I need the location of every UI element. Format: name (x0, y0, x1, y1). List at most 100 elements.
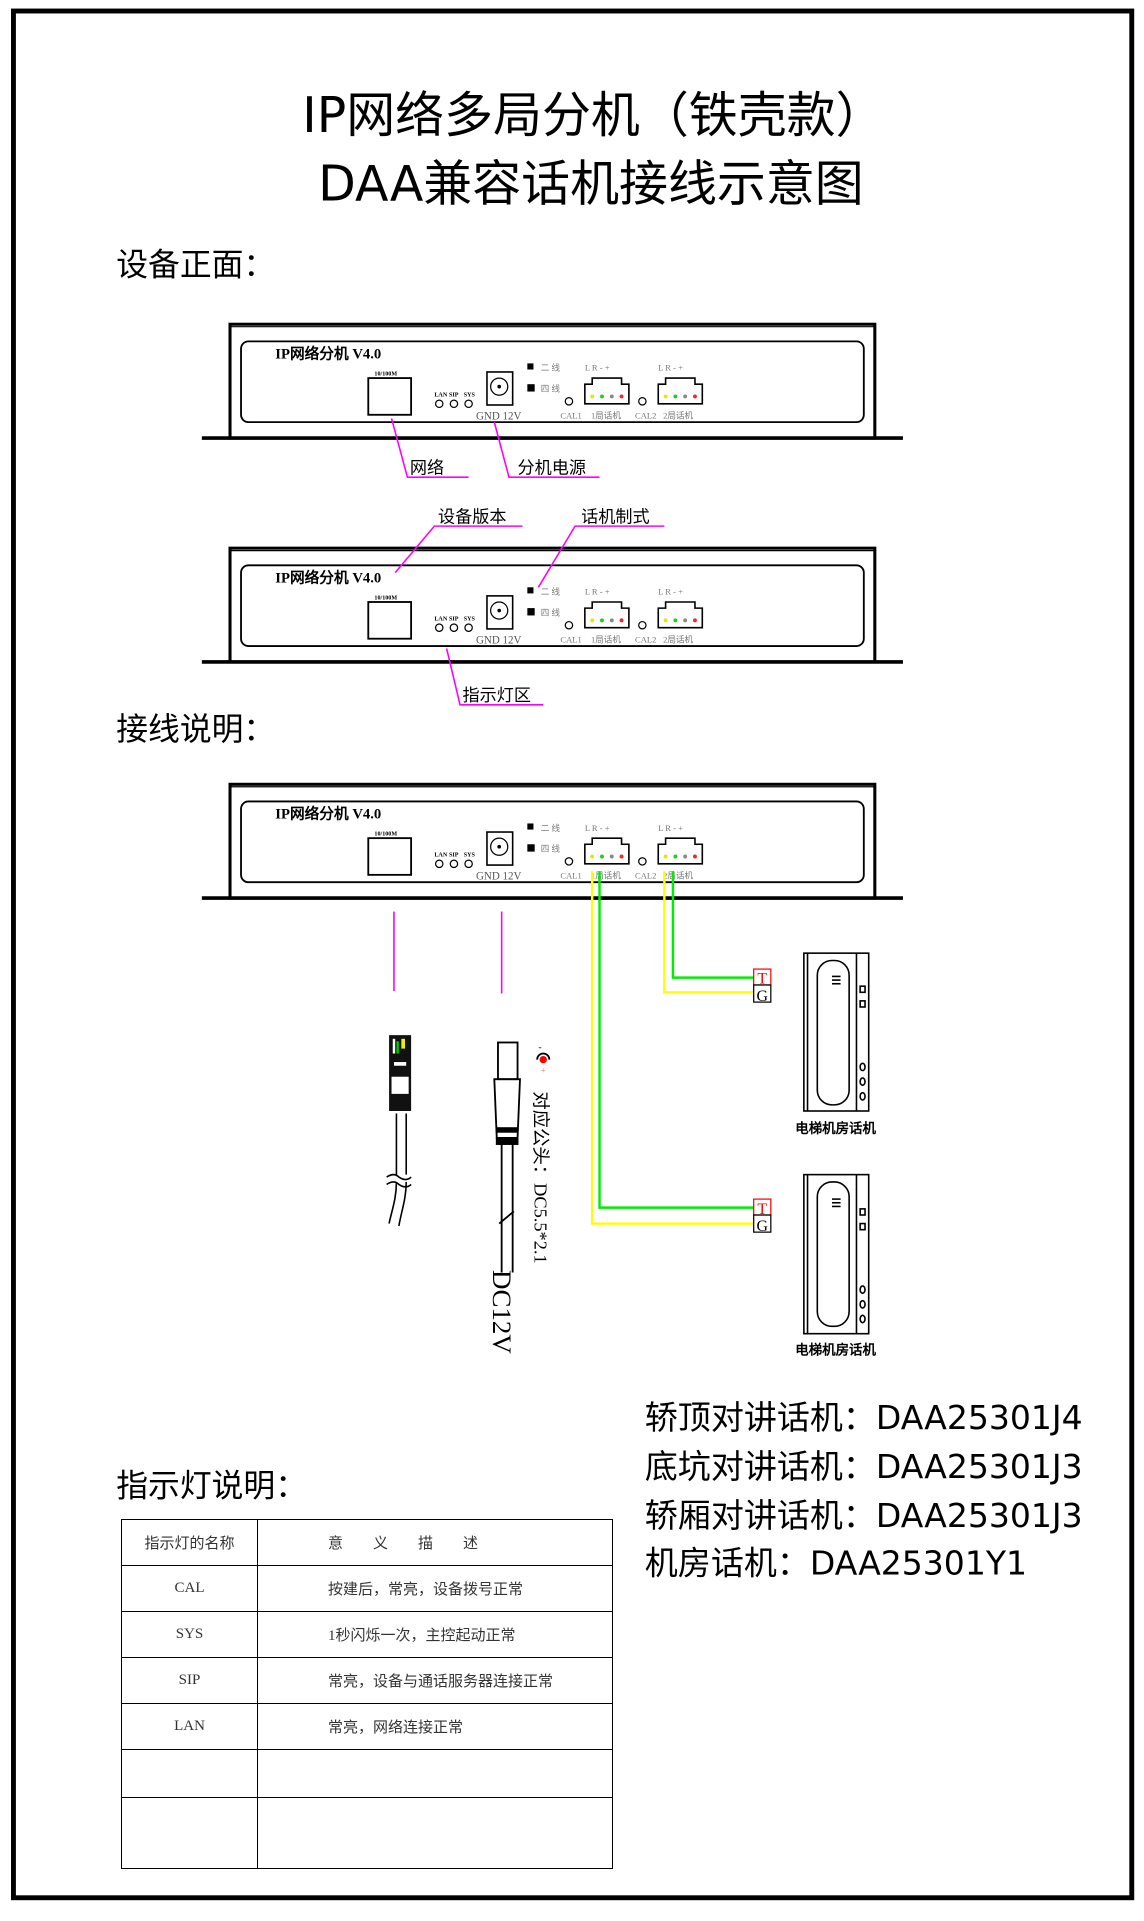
cal2-label: CAL2 (635, 871, 656, 881)
port-label: 10/100M (374, 832, 397, 838)
cal1-button (564, 397, 574, 406)
line1-label: 1局话机 (591, 633, 621, 644)
pin-dots (590, 618, 697, 623)
led-label-sip: SIP (449, 616, 459, 622)
table-header-row: 指示灯的名称意 义 描 述 (121, 1519, 613, 1566)
port-label: 10/100M (374, 596, 397, 602)
model-line-1: 轿顶对讲话机：DAA25301J4 (645, 1398, 1083, 1437)
name-cell: SYS (121, 1611, 258, 1658)
name-cell: SIP (121, 1657, 258, 1704)
title-line2: DAA兼容话机接线示意图 (318, 156, 864, 213)
led-label-sys: SYS (464, 616, 476, 622)
led-sip-icon (449, 859, 459, 869)
pin-dot (693, 618, 697, 623)
led-label-sys: SYS (464, 392, 476, 398)
description-cell (257, 1797, 613, 1869)
led-label-sip: SIP (449, 852, 459, 858)
page-border (11, 8, 1135, 1901)
led-label-sip: SIP (449, 392, 459, 398)
pin-dot (693, 854, 697, 859)
dc-polarity-icon: - + (536, 1042, 551, 1075)
title-line1: IP网络多局分机（铁壳款） (302, 87, 884, 144)
terminal-connector-2 (657, 601, 704, 629)
pin-dot (600, 394, 604, 399)
led-sys-icon (464, 399, 473, 409)
description-cell: 常亮，设备与通话服务器连接正常 (257, 1657, 613, 1704)
pin-dot (590, 854, 595, 859)
dc-jack (486, 831, 514, 866)
terminal-g: G (757, 988, 768, 1005)
pin-dot (663, 618, 668, 623)
port-label: 10/100M (374, 372, 397, 378)
pin-dot (619, 854, 624, 859)
pin-dots (590, 394, 697, 399)
device-front-panel: IP网络分机 V4.0 10/100M LAN SIP SYS GND 12V … (201, 322, 903, 440)
line2-label: 2局话机 (663, 633, 693, 644)
ethernet-port (367, 601, 413, 640)
line1-label: 1局话机 (591, 409, 621, 420)
pins-label-1: L R - + (585, 363, 610, 373)
description-cell: 意 义 描 述 (257, 1519, 613, 1566)
callout-phone-mode: 话机制式 (581, 507, 649, 526)
pins-label-2: L R - + (658, 823, 683, 833)
name-cell: 指示灯的名称 (121, 1519, 258, 1566)
pin-dot (609, 854, 614, 859)
mode-two-wire-icon (527, 363, 534, 370)
ethernet-port (367, 837, 413, 876)
phone-label-2: 电梯机房话机 (795, 1341, 876, 1357)
pin-dot (600, 854, 604, 859)
pin-dot (619, 394, 624, 399)
pin-dots (590, 854, 697, 859)
device-front-panel: IP网络分机 V4.0 10/100M LAN SIP SYS GND 12V … (201, 782, 903, 900)
description-cell (257, 1749, 613, 1798)
terminal-connector-1 (584, 377, 630, 405)
pin-dot (673, 618, 678, 623)
ethernet-port (367, 377, 413, 416)
led-sip-icon (449, 623, 459, 632)
mode-four-wire: 四 线 (541, 383, 561, 394)
pin-dot (590, 394, 595, 399)
dc-jack (486, 371, 514, 406)
callout-version: 设备版本 (438, 507, 506, 526)
pin-dot (600, 618, 604, 623)
plug-spec: 对应公头：DC5.5*2.1 (531, 1091, 551, 1263)
svg-text:-: - (538, 1042, 541, 1053)
svg-text:+: + (541, 1065, 546, 1075)
led-sys-icon (464, 623, 473, 632)
phone-label-1: 电梯机房话机 (795, 1120, 876, 1136)
led-lan-icon (434, 623, 444, 632)
mode-four-wire: 四 线 (541, 843, 561, 854)
mode-two-wire-icon (527, 823, 534, 830)
power-label: GND 12V (476, 871, 522, 883)
cal1-label: CAL1 (560, 410, 581, 420)
pin-dot (609, 394, 614, 399)
terminal-connector-1 (584, 601, 630, 629)
pin-dot (673, 394, 678, 399)
name-cell: LAN (121, 1703, 258, 1750)
device-name: IP网络分机 V4.0 (275, 345, 381, 363)
pin-dot (590, 618, 595, 623)
description-cell: 按建后，常亮，设备拨号正常 (257, 1565, 613, 1612)
pin-dot (663, 854, 668, 859)
callout-network: 网络 (410, 459, 444, 478)
led-label-lan: LAN (434, 852, 447, 858)
callout-power: 分机电源 (518, 459, 586, 478)
elevator-phone-icon (803, 1173, 870, 1335)
pin-dot (663, 394, 668, 399)
pins-label-1: L R - + (585, 587, 610, 597)
section-front: 设备正面： (116, 247, 275, 282)
led-label-sys: SYS (464, 852, 476, 858)
terminal-block-2: T G (753, 1198, 772, 1235)
pin-dot (683, 618, 688, 623)
terminal-connector-2 (657, 837, 704, 865)
led-sip-icon (449, 399, 459, 409)
mode-two-wire: 二 线 (541, 822, 561, 833)
mode-four-wire-icon (527, 384, 535, 392)
name-cell (121, 1797, 258, 1869)
pin-dot (683, 394, 688, 399)
description-cell: 常亮，网络连接正常 (257, 1703, 613, 1750)
power-label: GND 12V (476, 635, 522, 647)
